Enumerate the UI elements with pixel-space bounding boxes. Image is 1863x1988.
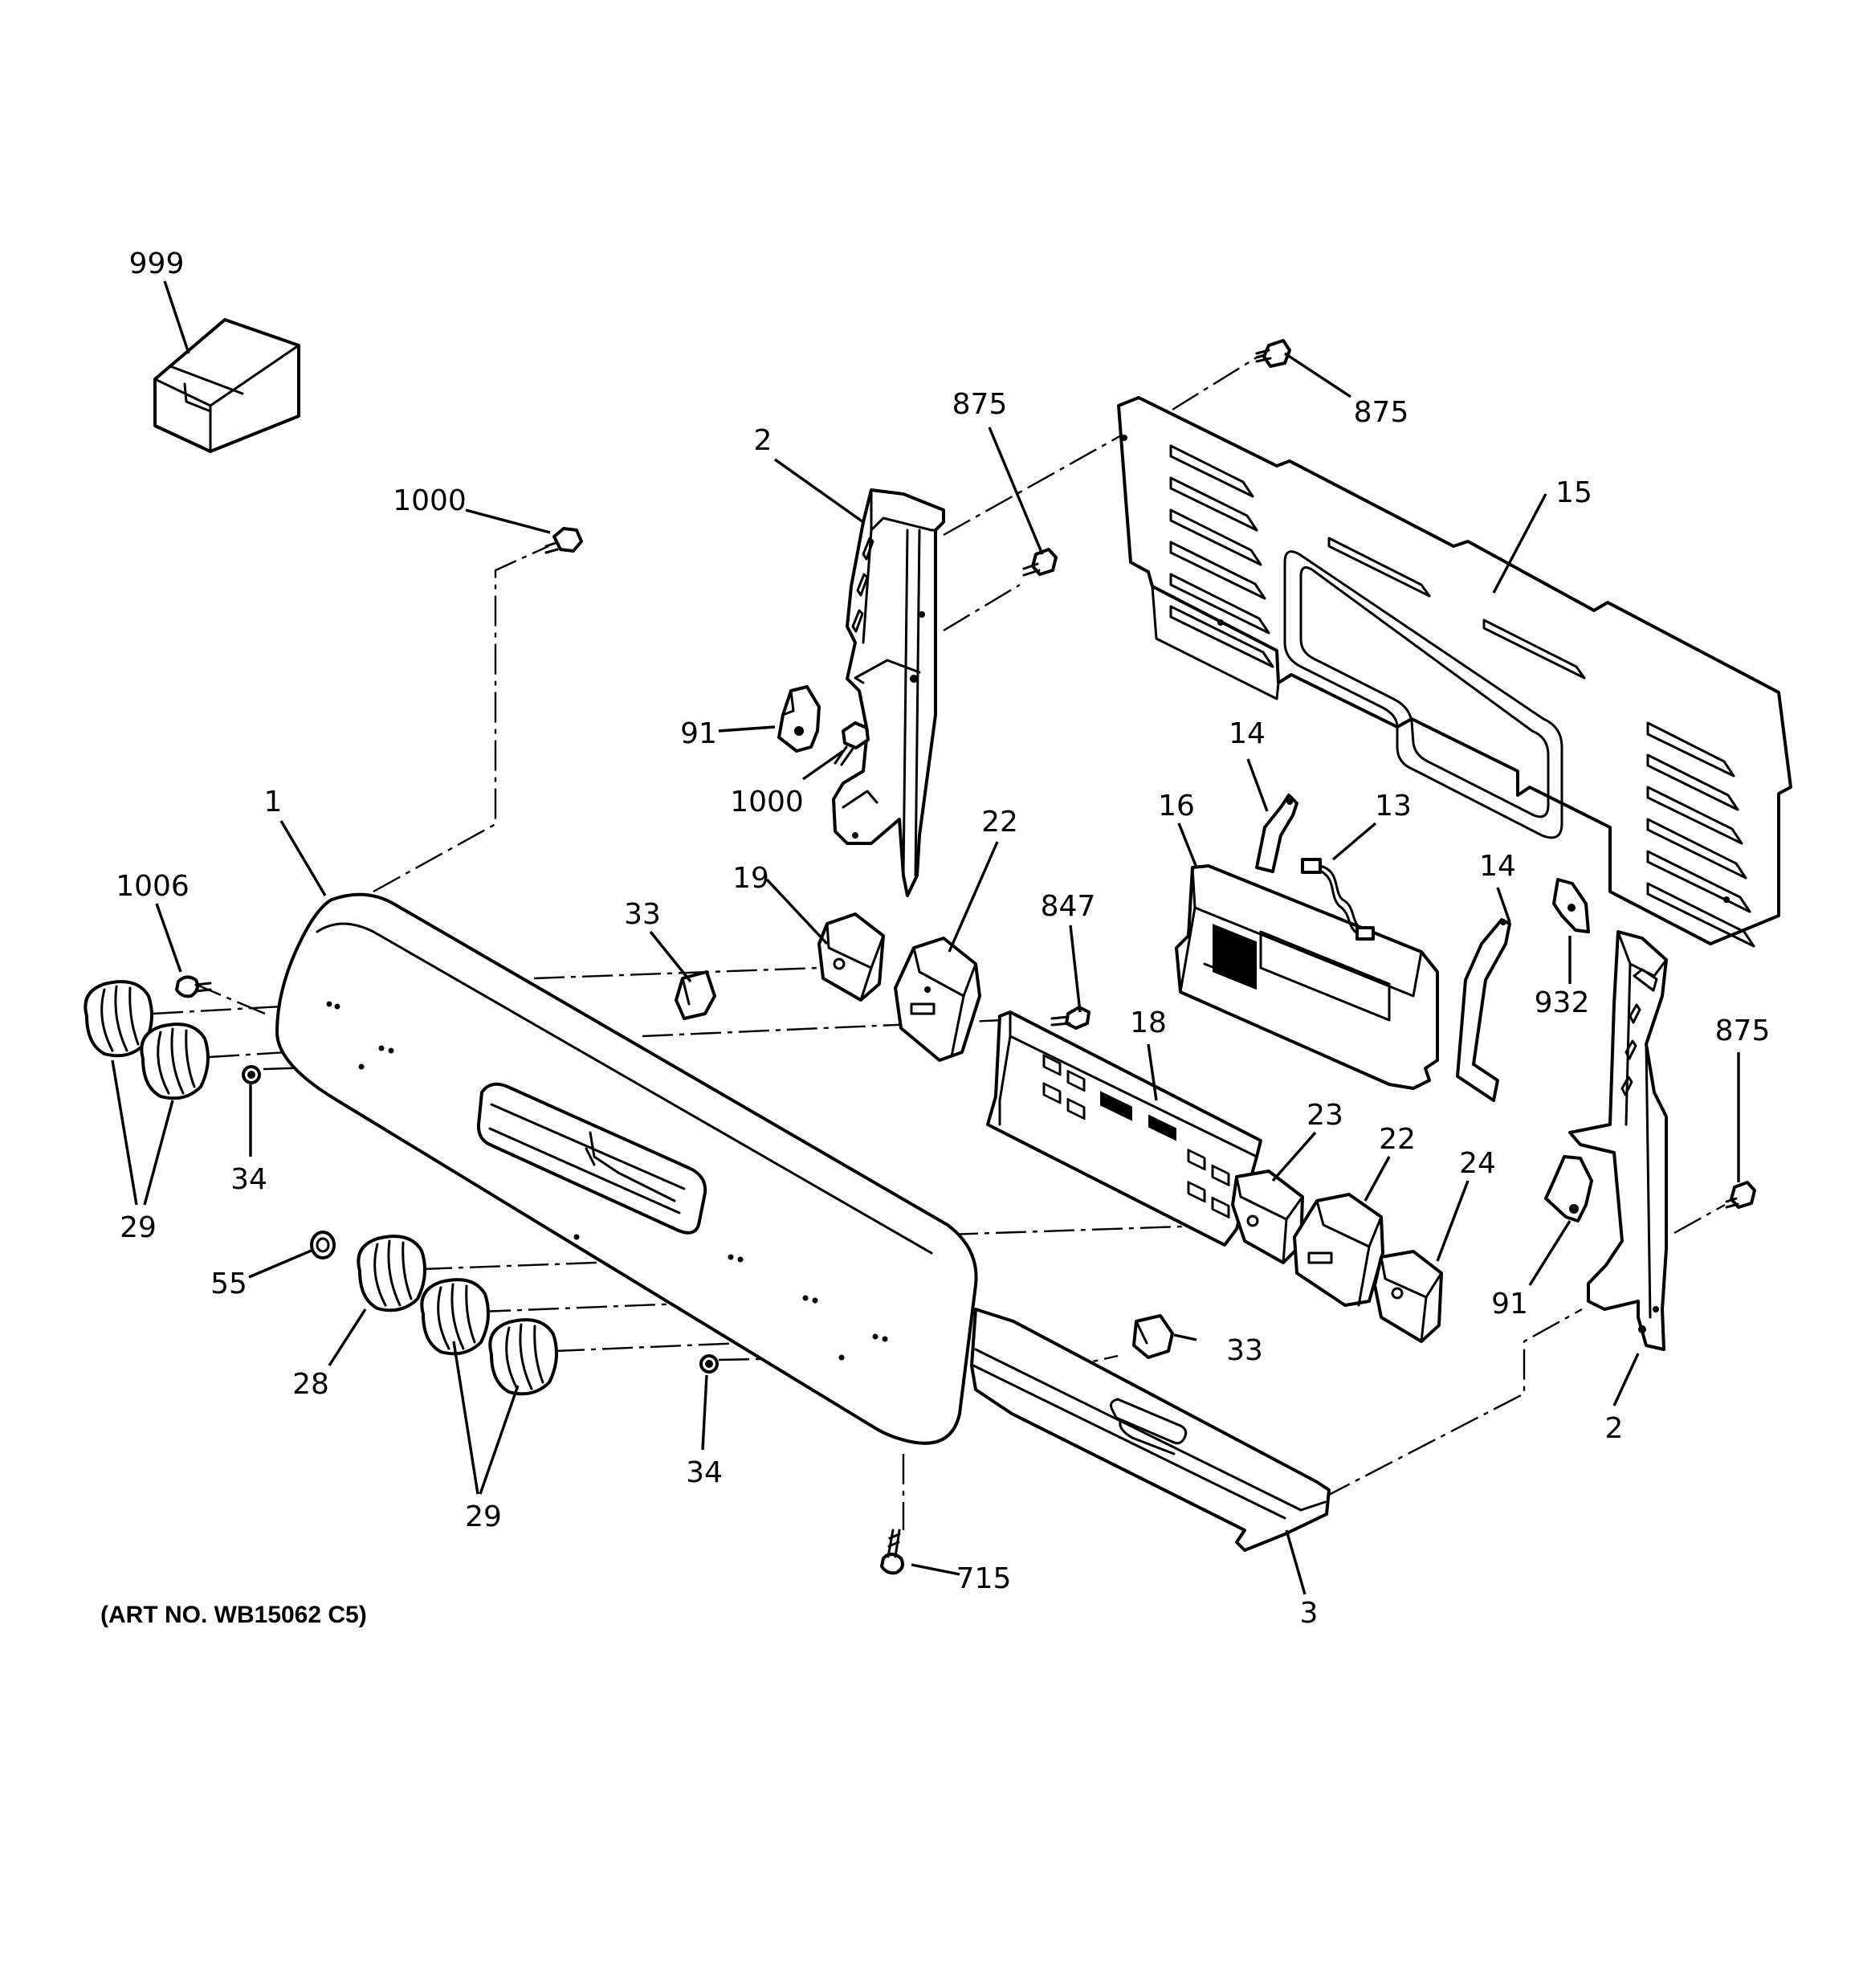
part-29-knob-3 <box>420 1278 490 1356</box>
callout-34-lower: 34 <box>686 1456 723 1489</box>
part-875-screw-top <box>1255 339 1291 368</box>
callout-19: 19 <box>732 862 769 895</box>
callout-16: 16 <box>1158 790 1195 823</box>
callout-28: 28 <box>292 1368 329 1401</box>
part-875-screw-mid <box>1022 548 1058 577</box>
callout-29-left: 29 <box>120 1211 157 1244</box>
callout-33-upper: 33 <box>624 898 661 931</box>
callout-15: 15 <box>1555 476 1592 509</box>
part-29-knob-2 <box>140 1023 210 1100</box>
callout-999: 999 <box>129 247 185 280</box>
part-91-left-clip <box>777 685 821 753</box>
leader-lines <box>111 280 1740 1595</box>
callout-34-upper: 34 <box>230 1163 267 1196</box>
callout-1006: 1006 <box>116 870 190 903</box>
callout-23: 23 <box>1307 1099 1343 1132</box>
part-14-lower-bracket <box>1456 918 1511 1102</box>
part-33-clip-bottom <box>1132 1314 1174 1359</box>
part-33-clip-top <box>675 970 716 1020</box>
callout-91-left: 91 <box>680 717 717 750</box>
part-28-knob <box>357 1235 426 1312</box>
callout-22-lower: 22 <box>1379 1123 1416 1156</box>
callout-3: 3 <box>1300 1597 1319 1630</box>
part-91-right-clip <box>1544 1155 1593 1223</box>
part-34-grommet-top <box>242 1065 261 1084</box>
part-1000-screw-mid <box>834 721 870 766</box>
part-875-screw-right <box>1725 1181 1756 1209</box>
callout-18: 18 <box>1130 1006 1167 1039</box>
part-715-screw <box>880 1529 904 1575</box>
callout-55: 55 <box>210 1268 247 1300</box>
callout-875-top: 875 <box>1354 396 1409 429</box>
part-29-knob-4 <box>488 1318 558 1396</box>
part-847-screw <box>1050 1006 1090 1030</box>
part-34-grommet-bottom <box>699 1354 719 1374</box>
callout-2-right: 2 <box>1605 1412 1624 1445</box>
art-number: (ART NO. WB15062 C5) <box>100 1602 367 1628</box>
part-13-wire-harness <box>1301 858 1375 941</box>
part-2-left-side-bracket <box>832 488 945 897</box>
callout-labels: 999 1000 2 875 875 15 91 1000 1 1006 14 … <box>116 247 1770 1630</box>
part-932-clip <box>1552 878 1590 933</box>
part-22-switch-lower <box>1293 1193 1384 1307</box>
callout-847: 847 <box>1041 890 1096 923</box>
part-29-knob-1 <box>84 980 153 1058</box>
part-3-lower-trim <box>970 1308 1331 1552</box>
callout-1000-top: 1000 <box>393 484 467 517</box>
callout-22-upper: 22 <box>981 806 1018 839</box>
part-55-ring <box>310 1231 336 1259</box>
callout-1: 1 <box>264 786 283 818</box>
callout-2-left: 2 <box>754 424 773 457</box>
part-23-switch <box>1231 1170 1304 1264</box>
callout-14-lower: 14 <box>1479 850 1516 883</box>
part-1006-screw <box>175 975 212 998</box>
part-22-switch-upper <box>894 937 981 1062</box>
callout-1000-mid: 1000 <box>730 786 804 818</box>
part-18-touch-panel <box>986 1010 1262 1247</box>
callout-13: 13 <box>1375 790 1412 823</box>
callout-875-right: 875 <box>1715 1014 1771 1047</box>
part-19-switch <box>817 912 885 1002</box>
part-14-upper-bracket <box>1255 794 1298 873</box>
touch-keys <box>1042 1054 1230 1219</box>
callout-91-right: 91 <box>1491 1288 1528 1321</box>
part-15-back-panel <box>1117 396 1792 948</box>
part-16-control-board <box>1175 864 1439 1090</box>
callout-875-mid: 875 <box>952 388 1008 421</box>
part-2-right-side-bracket <box>1568 930 1668 1351</box>
part-1000-screw-top <box>544 527 583 554</box>
part-1-control-panel <box>275 892 978 1445</box>
callout-24: 24 <box>1459 1147 1496 1180</box>
callout-33-lower: 33 <box>1226 1334 1263 1367</box>
part-24-switch <box>1373 1250 1443 1343</box>
part-999-package <box>153 318 300 453</box>
callout-14-upper: 14 <box>1229 717 1266 750</box>
callout-715: 715 <box>956 1562 1012 1595</box>
callout-29-bottom: 29 <box>465 1500 502 1533</box>
callout-932: 932 <box>1535 986 1590 1019</box>
